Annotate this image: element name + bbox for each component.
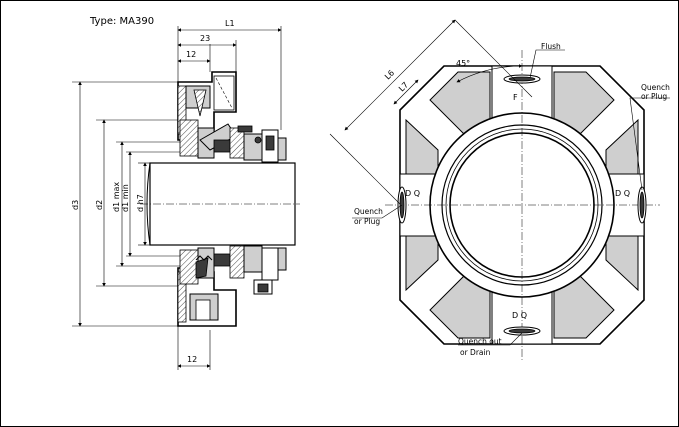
front-view: 45° L6 L7 F D Q D Q D Q Flush Quench or … [329, 19, 670, 360]
dim-d1-max: d1 max [112, 182, 121, 212]
flush-port-letter: F [513, 93, 518, 102]
right-port-dq: D Q [615, 189, 630, 198]
left-port-dq: D Q [405, 189, 420, 198]
quench-out-line2: or Drain [460, 348, 491, 357]
drawing-title: Type: MA390 [89, 16, 154, 27]
dim-23: 23 [200, 34, 210, 43]
dim-l1: L1 [225, 19, 235, 28]
quench-plug-left-line2: or Plug [354, 217, 380, 226]
flush-label: Flush [541, 42, 561, 51]
bottom-port-dq: D Q [512, 311, 527, 320]
dim-d3: d3 [71, 200, 80, 210]
dim-l6: L6 [383, 68, 396, 81]
quench-out-line1: Quench out [458, 337, 502, 346]
dim-12-top: 12 [186, 50, 196, 59]
quench-plug-left-line1: Quench [354, 207, 383, 216]
angle-45-label: 45° [456, 59, 470, 68]
dim-d2: d2 [95, 200, 104, 210]
dim-d-h7: d h7 [136, 194, 145, 212]
side-view: d3 d2 d1 max d1 min d h7 L1 23 12 12 [71, 19, 300, 370]
quench-plug-right-line1: Quench [641, 83, 670, 92]
dim-12-bottom: 12 [187, 355, 197, 364]
dim-l7: L7 [397, 80, 410, 93]
dim-d1-min: d1 min [121, 184, 130, 212]
gland-plate-outline [399, 65, 645, 345]
quench-plug-right-line2: or Plug [641, 92, 667, 101]
